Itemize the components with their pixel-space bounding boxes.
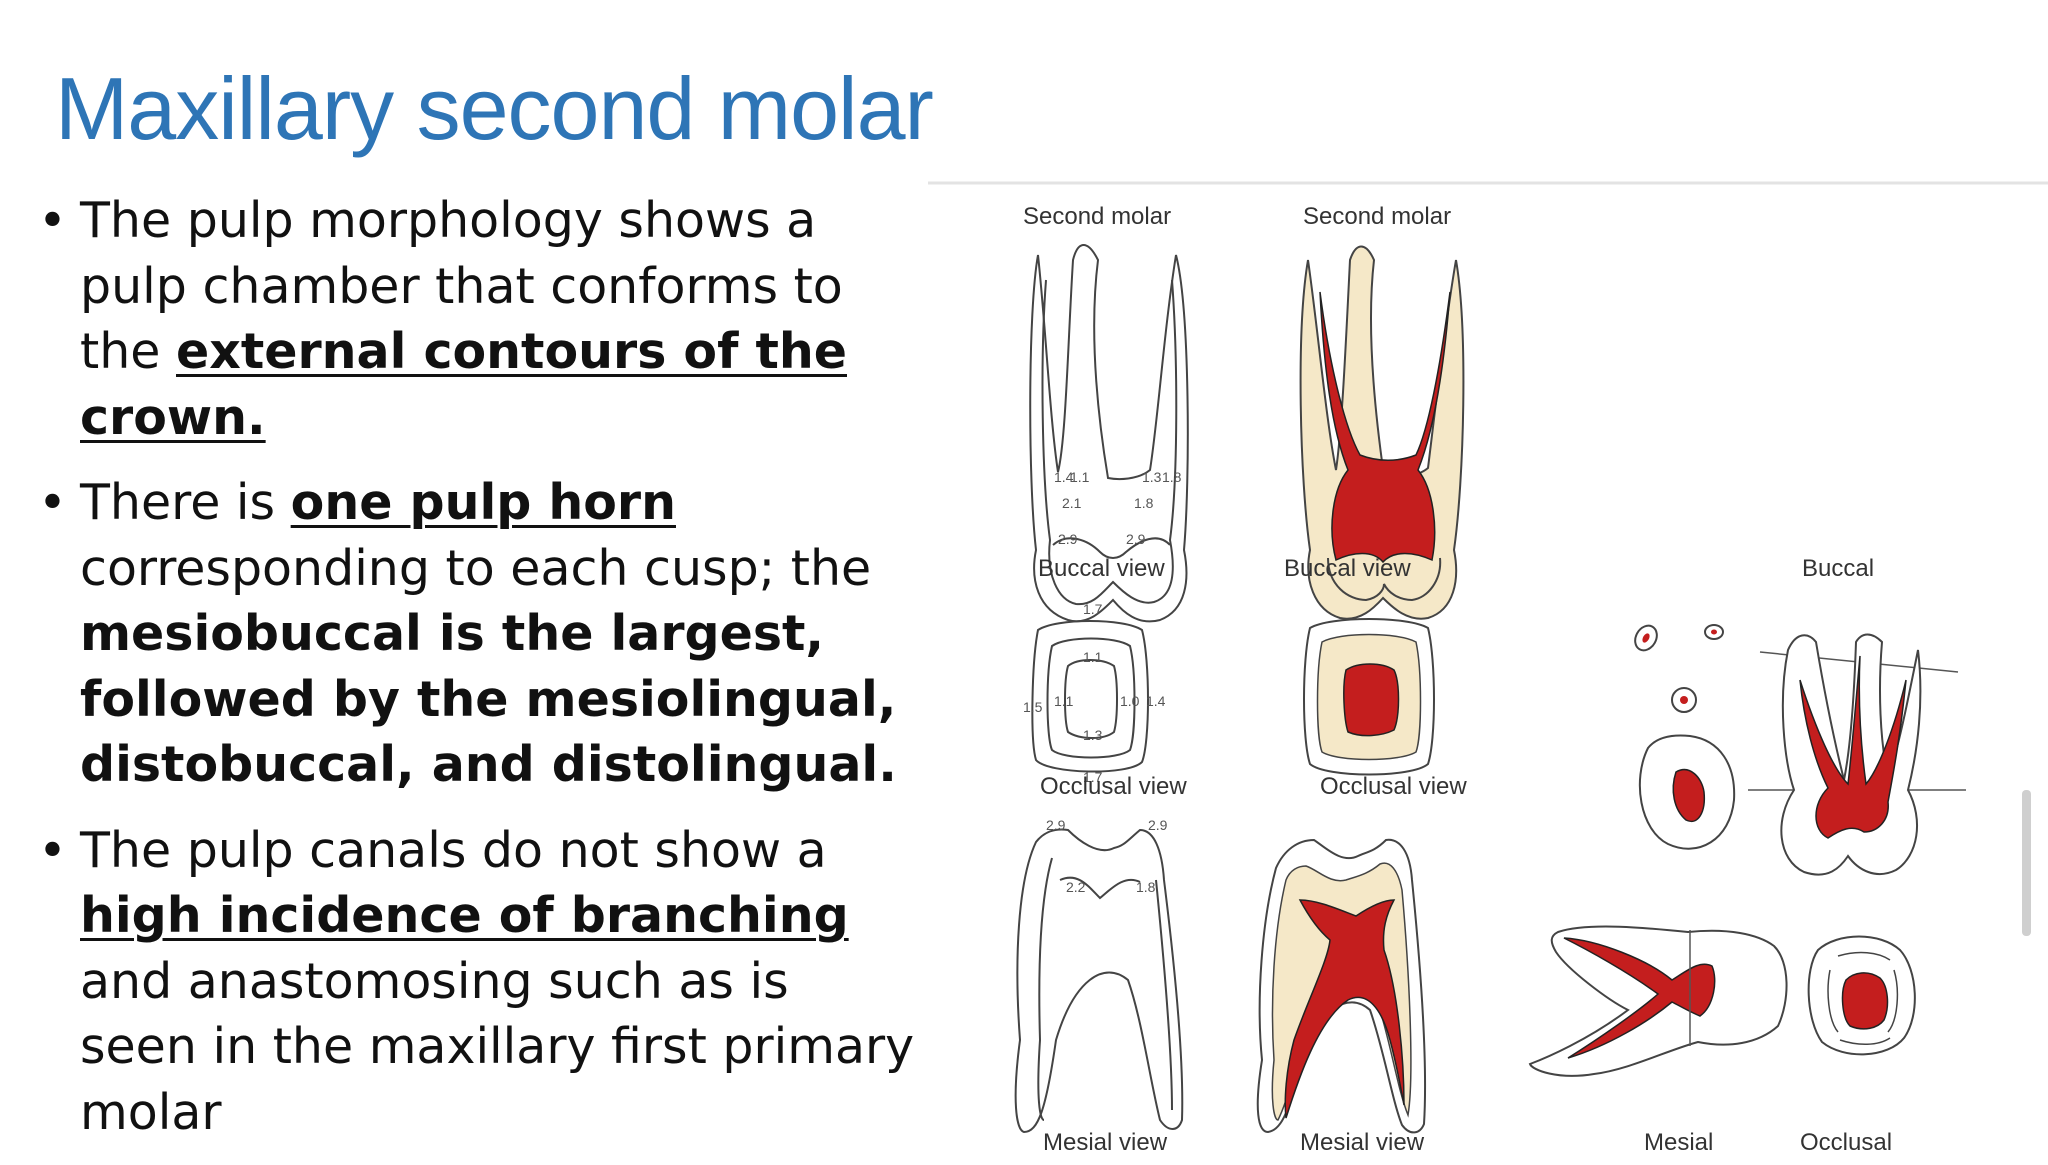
measure-m1: 2.9 [1046,817,1066,833]
bullet-text-run: mesiobuccal is the largest, followed by … [80,605,897,793]
bullet-text-run: high incidence of branching [80,887,849,944]
measure-o1: 1.7 [1083,601,1103,617]
mesial-view-label-1: Mesial view [1043,1129,1168,1152]
measure-b4: 1.8 [1134,495,1154,511]
occlusal-view-label-2: Occlusal view [1320,773,1467,800]
bullet-marker: • [38,821,67,879]
mesial-pulp-tooth [1256,838,1427,1134]
measure-o5: 1.0 [1120,693,1140,709]
buccal-pulp-tooth-3 [1748,633,1966,876]
root-cross-sections [1634,624,1736,850]
tooth-diagram-figure: Second molar Second molar 1.4 1.1 2.1 1.… [928,180,2048,1152]
measure-o4: 1.1 [1054,693,1074,709]
bullet-item: •The pulp morphology shows a pulp chambe… [38,188,918,450]
measure-b8: 2.9 [1126,531,1146,547]
measure-b6: 1.8 [1162,469,1182,485]
occlusal-pulp-tooth [1303,618,1435,776]
mesial-label-3: Mesial [1644,1129,1713,1152]
measure-o2: 1.1 [1083,649,1103,665]
bullet-text-run: and anastomosing such as is seen in the … [80,952,915,1141]
vertical-scrollbar[interactable] [2022,790,2031,936]
bullet-list: •The pulp morphology shows a pulp chambe… [38,188,918,1165]
buccal-view-label-1: Buccal view [1038,555,1165,582]
measure-o7: 1.3 [1083,727,1103,743]
mesial-outline-tooth [1014,828,1184,1134]
bullet-marker: • [38,474,67,531]
bullet-text-run: one pulp horn [290,474,676,531]
measure-m3: 2.2 [1066,879,1086,895]
bullet-marker: • [38,192,67,249]
buccal-label-3: Buccal [1802,555,1874,582]
bullet-text-run: external contours of the crown. [80,323,847,446]
measure-o3: 1.5 [1023,699,1043,715]
measure-b2: 1.1 [1070,469,1090,485]
measure-o8: 1.7 [1083,769,1103,785]
occlusal-outline-tooth [1031,620,1149,773]
measure-b5: 1.3 [1142,469,1162,485]
mesial-horizontal-tooth [1528,925,1788,1077]
col2-header: Second molar [1303,203,1451,230]
bullet-item: •The pulp canals do not show a high inci… [38,818,918,1146]
slide-title: Maxillary second molar [55,59,934,158]
col1-header: Second molar [1023,203,1171,230]
measure-b7: 2.9 [1058,531,1078,547]
mesial-view-label-2: Mesial view [1300,1129,1425,1152]
measure-b1: 1.4 [1054,469,1074,485]
measure-m4: 1.8 [1136,879,1156,895]
buccal-view-label-2: Buccal view [1284,555,1411,582]
bullet-text-run: The pulp morphology shows a pulp chamber… [80,192,843,380]
measure-m2: 2.9 [1148,817,1168,833]
occlusal-label-3: Occlusal [1800,1129,1892,1152]
occlusal-view-label-1: Occlusal view [1040,773,1187,800]
occlusal-pulp-tooth-3 [1807,935,1916,1056]
buccal-outline-tooth [1029,244,1189,623]
measure-o6: 1.4 [1146,693,1166,709]
bullet-text-run: The pulp canals do not show a [80,821,827,879]
buccal-pulp-tooth [1299,245,1465,620]
bullet-text-run: There is [80,474,291,531]
bullet-text-run: corresponding to each cusp; the [80,539,872,597]
tooth-diagram: Second molar Second molar 1.4 1.1 2.1 1.… [928,181,2048,1152]
measure-b3: 2.1 [1062,495,1082,511]
bullet-item: • There is one pulp horn corresponding t… [38,470,918,798]
